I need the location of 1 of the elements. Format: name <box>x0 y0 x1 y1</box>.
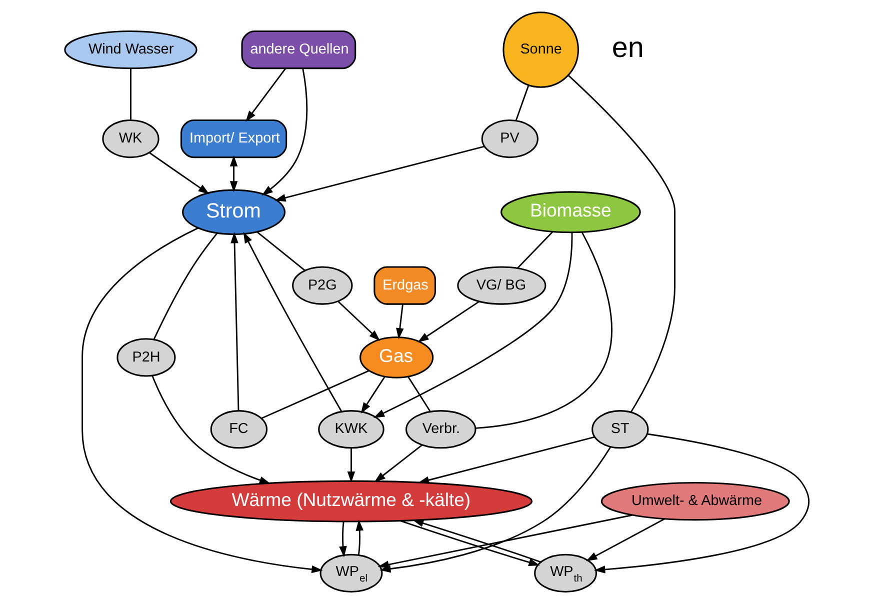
label: en <box>612 32 644 64</box>
